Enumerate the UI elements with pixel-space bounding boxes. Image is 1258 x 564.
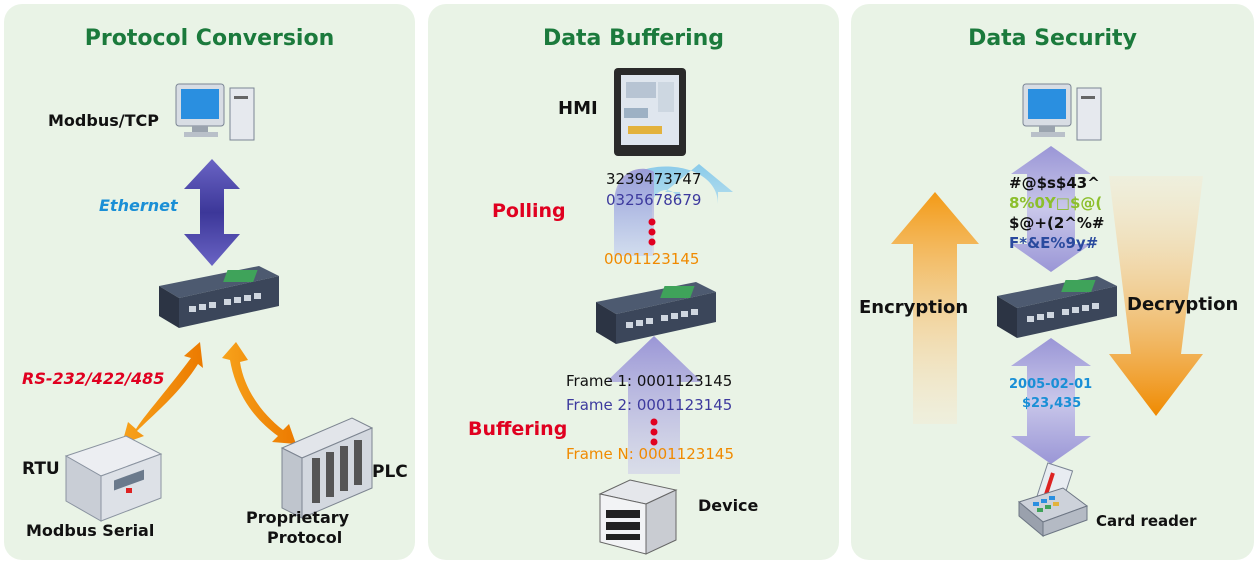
poll-number-2: 0325678679 [606,191,702,209]
polling-label: Polling [492,200,566,222]
encryption-label: Encryption [859,297,969,318]
hmi-monitor-icon [614,68,686,156]
cipher-data-arrow [1011,146,1091,272]
ethernet-label: Ethernet [99,196,178,215]
computer-icon [175,83,255,141]
security-diagram [891,83,1203,538]
poll-number-1: 3239473747 [606,170,702,188]
cipher-line-4: F*&E%9y# [1009,234,1099,252]
frame-2-text: Frame 2: 0001123145 [566,396,733,414]
proprietary-label-line1: Proprietary [246,508,350,527]
panel-title: Protocol Conversion [84,26,335,51]
ethernet-arrow [184,159,240,266]
computer-icon [1022,83,1102,141]
frame-1-text: Frame 1: 0001123145 [566,372,733,390]
plc-label: PLC [372,462,408,482]
rtu-icon [64,435,163,522]
hmi-label: HMI [558,98,598,119]
data-buffering-panel: Data Buffering [428,4,839,560]
device-box-icon [598,479,678,555]
panel-title: Data Security [968,26,1137,51]
buffering-diagram [596,68,733,555]
plc-link-arrow [222,342,296,444]
frame-n-text: Frame N: 0001123145 [566,445,734,463]
gateway-device-icon [596,282,716,344]
modbus-serial-label: Modbus Serial [26,521,155,540]
polling-dots [648,218,656,246]
rtu-link-arrow [122,342,203,444]
cipher-line-2: 8%0Y□$@( [1009,194,1103,212]
buffering-arrow [606,336,702,474]
poll-number-3: 0001123145 [604,250,700,268]
gateway-device-icon [997,276,1117,338]
modbus-tcp-label: Modbus/TCP [48,111,159,130]
protocol-conversion-panel: Protocol Conversion [4,4,415,560]
panel-title: Data Buffering [542,26,725,51]
plain-data-arrow [1011,338,1091,464]
encryption-arrow [891,192,979,424]
buffering-dots [650,418,658,446]
plc-icon [280,417,374,519]
cipher-line-1: #@$s$43^ [1009,174,1100,192]
buffering-label: Buffering [468,418,568,440]
card-reader-label: Card reader [1096,512,1197,530]
gateway-device-icon [159,266,279,328]
device-label: Device [698,496,759,515]
decryption-label: Decryption [1127,294,1239,315]
plain-date: 2005-02-01 [1009,377,1093,392]
plain-amount: $23,435 [1022,396,1082,411]
data-security-panel: Data Security [851,4,1254,560]
rs-serial-label: RS-232/422/485 [22,369,165,388]
proprietary-label-line2: Protocol [267,528,343,547]
rtu-label: RTU [22,459,60,479]
cipher-line-3: $@+(2^%# [1009,214,1105,232]
card-reader-icon [1017,462,1089,538]
protocol-diagram [64,83,374,522]
decryption-arrow [1109,176,1203,416]
